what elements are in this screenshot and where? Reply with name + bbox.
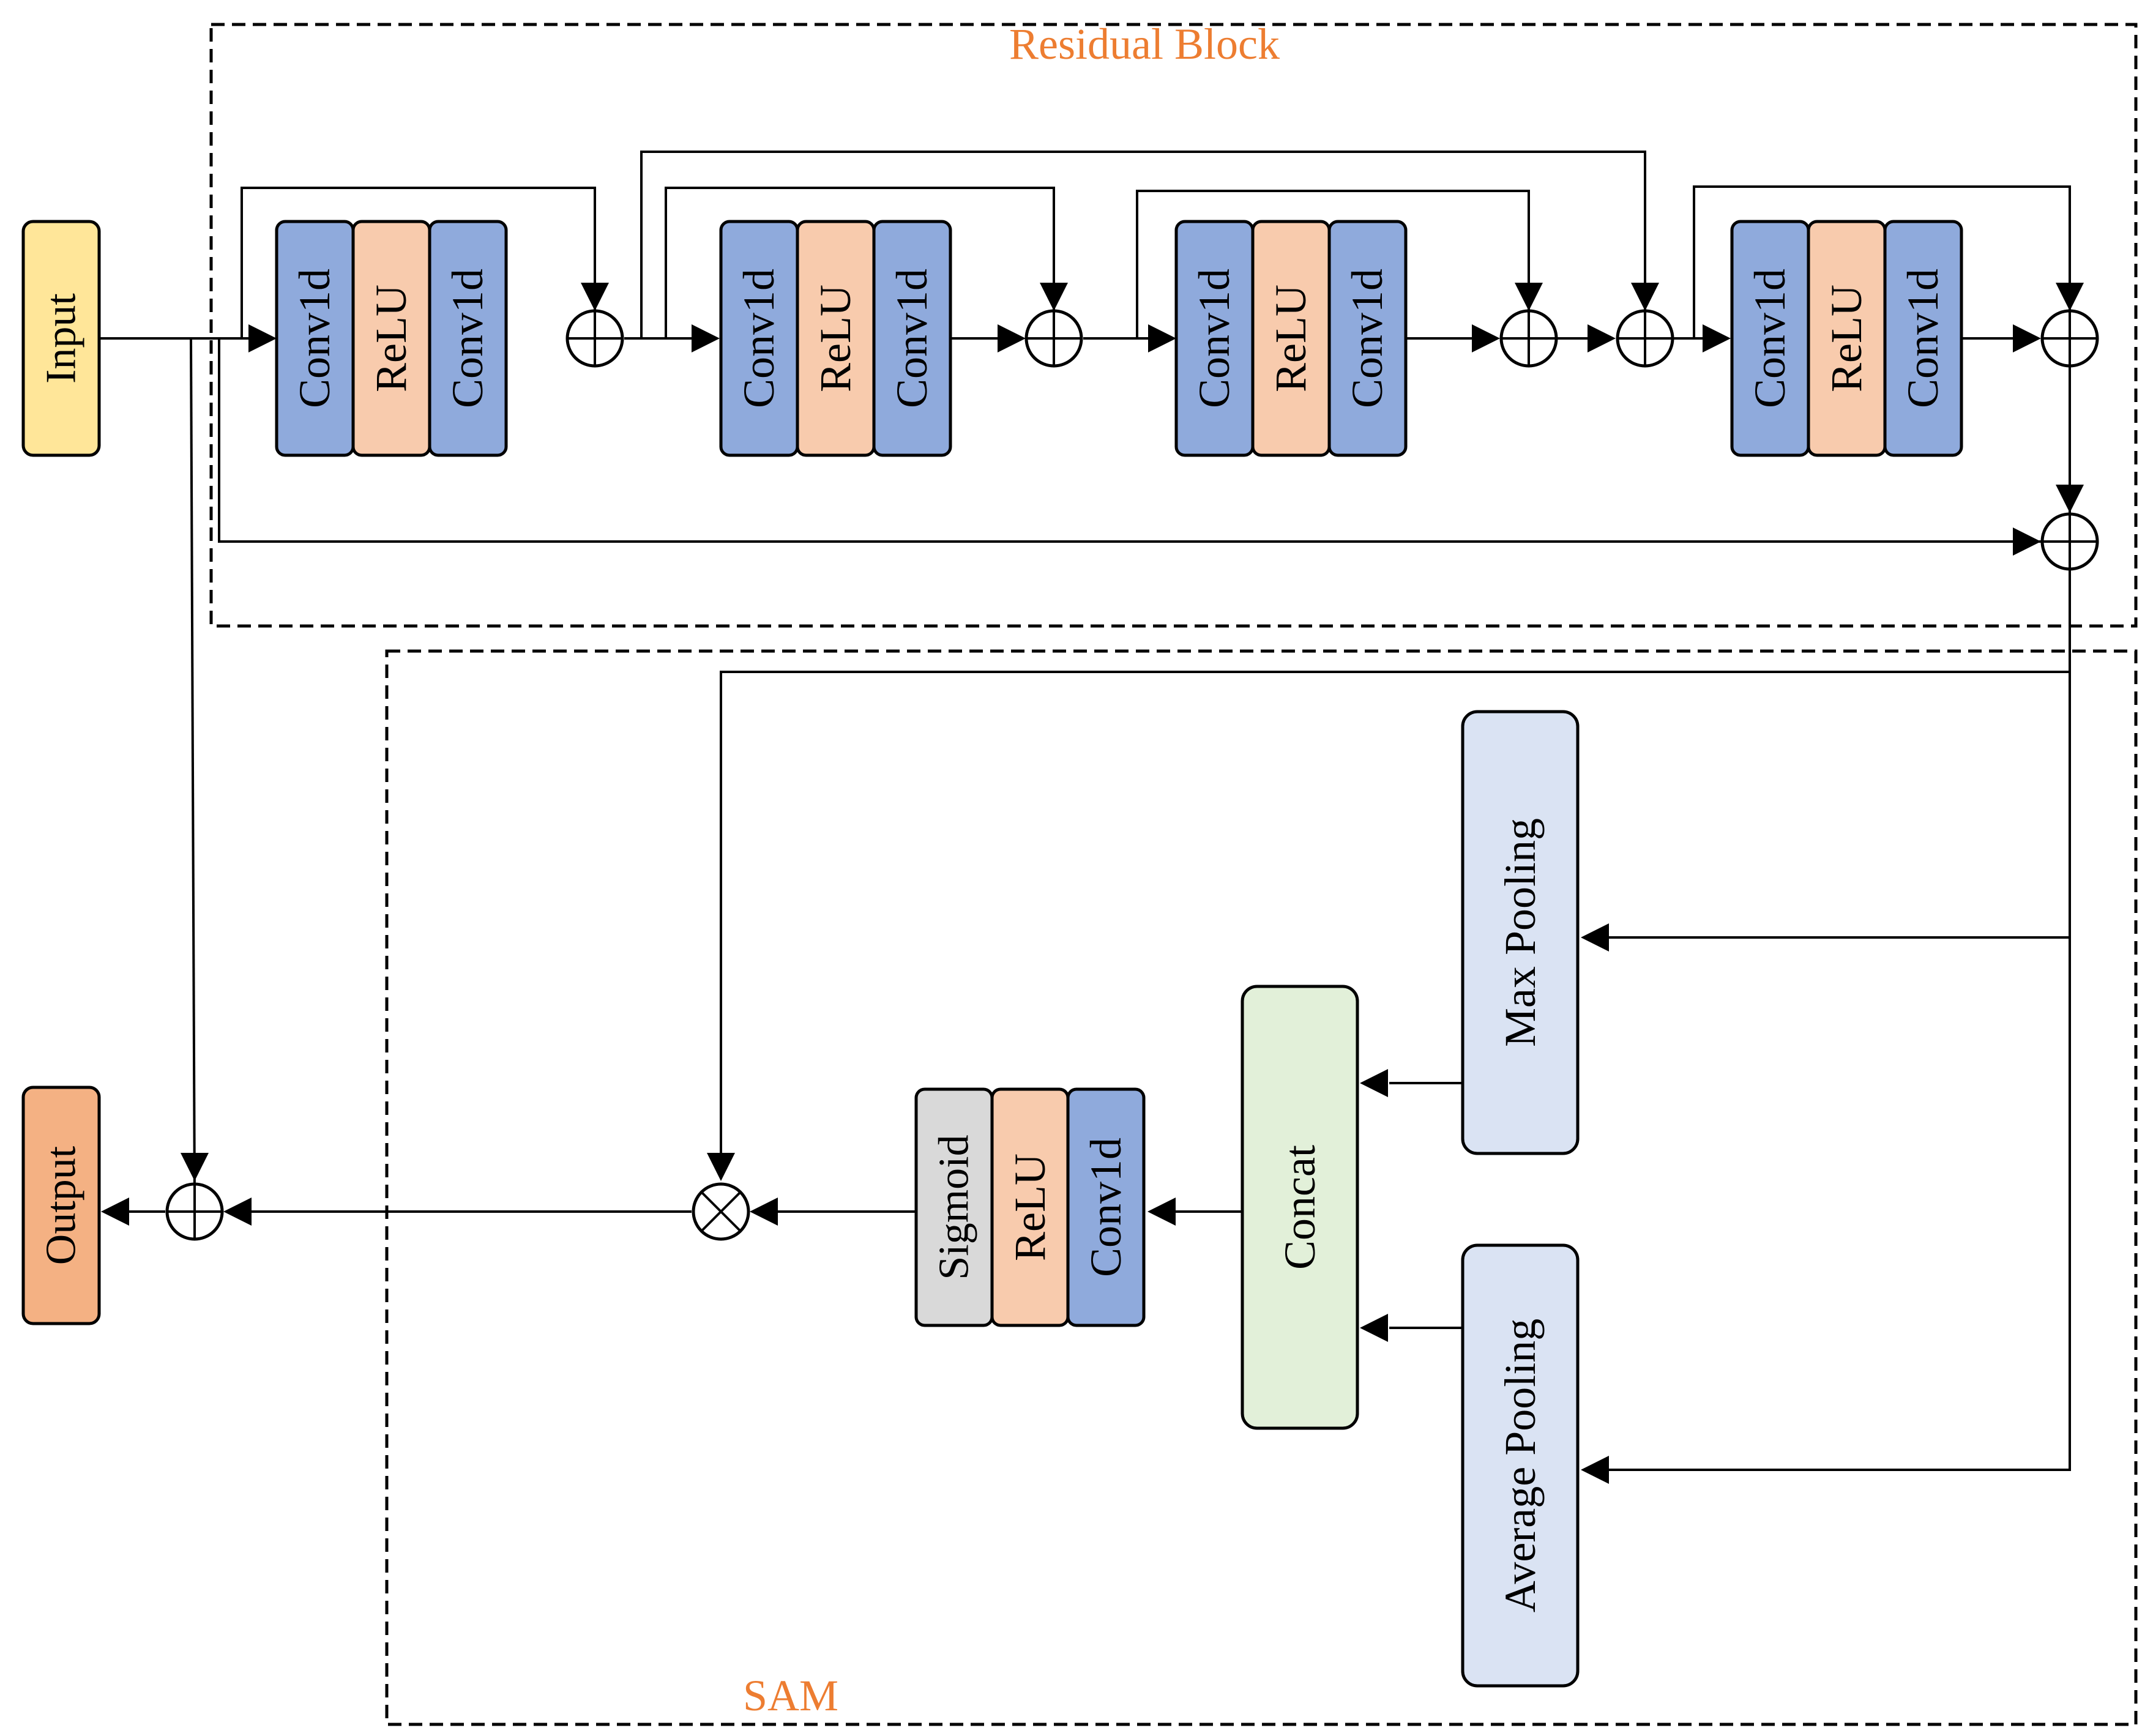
relu-layer: ReLU <box>811 285 860 392</box>
conv1d-layer: Conv1d <box>1898 269 1947 408</box>
add-operator-unit-3 <box>1499 309 1558 368</box>
max-pooling-node: Max Pooling <box>1461 710 1580 1155</box>
add-operator-unit-4 <box>2040 309 2099 368</box>
residual-unit-3: Conv1d ReLU Conv1d <box>1174 220 1408 457</box>
concat-label: Concat <box>1275 1145 1324 1270</box>
add-operator-unit-1 <box>565 309 624 368</box>
conv1d-layer: Conv1d <box>1343 269 1392 408</box>
conv1d-layer: Conv1d <box>1081 1138 1130 1277</box>
residual-unit-4: Conv1d ReLU Conv1d <box>1730 220 1963 457</box>
attention-stack: Sigmoid ReLU Conv1d <box>914 1087 1146 1327</box>
output-node: Output <box>21 1086 101 1325</box>
input-node: Input <box>21 220 101 457</box>
add-operator-output <box>165 1182 224 1241</box>
sigmoid-layer: Sigmoid <box>931 1134 978 1280</box>
residual-block-label: Residual Block <box>1009 20 1280 69</box>
average-pooling-label: Average Pooling <box>1496 1319 1545 1613</box>
conv1d-layer: Conv1d <box>1745 269 1794 408</box>
arrowheads <box>101 283 2084 1484</box>
relu-layer: ReLU <box>1006 1153 1054 1261</box>
sam-label: SAM <box>743 1671 838 1720</box>
relu-layer: ReLU <box>1266 285 1315 392</box>
output-label: Output <box>38 1146 85 1265</box>
residual-unit-2: Conv1d ReLU Conv1d <box>719 220 952 457</box>
connections <box>99 151 2071 1471</box>
conv1d-layer: Conv1d <box>887 269 936 408</box>
relu-layer: ReLU <box>367 285 416 392</box>
add-operator-skip <box>1616 309 1674 368</box>
input-label: Input <box>38 293 85 384</box>
add-operator-outer <box>2040 512 2099 571</box>
residual-block-frame <box>209 23 2138 628</box>
max-pooling-label: Max Pooling <box>1496 818 1545 1047</box>
concat-node: Concat <box>1241 985 1359 1430</box>
conv1d-layer: Conv1d <box>734 269 783 408</box>
conv1d-layer: Conv1d <box>290 269 339 408</box>
multiply-operator <box>692 1182 750 1241</box>
conv1d-layer: Conv1d <box>1190 269 1239 408</box>
residual-unit-1: Conv1d ReLU Conv1d <box>275 220 508 457</box>
conv1d-layer: Conv1d <box>443 269 492 408</box>
relu-layer: ReLU <box>1822 285 1871 392</box>
average-pooling-node: Average Pooling <box>1461 1243 1580 1688</box>
add-operator-unit-2 <box>1024 309 1083 368</box>
sam-frame <box>385 649 2138 1726</box>
